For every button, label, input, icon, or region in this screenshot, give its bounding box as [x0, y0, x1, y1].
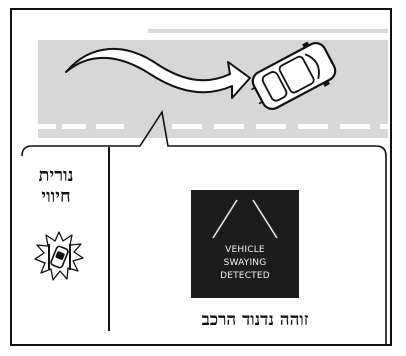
vehicle-sway-warning-icon: [34, 230, 84, 282]
detection-caption: זוהה נדנוד הרכב: [120, 310, 390, 330]
display-message: VEHICLE SWAYING DETECTED: [191, 244, 299, 283]
indicator-label-line2: חיווי: [4, 186, 108, 207]
callout-divider: [108, 147, 110, 331]
display-screen: VEHICLE SWAYING DETECTED: [191, 190, 299, 298]
display-line3: DETECTED: [191, 270, 299, 283]
indicator-light-label: נורית חיווי: [4, 165, 108, 207]
display-line2: SWAYING: [191, 257, 299, 270]
indicator-label-line1: נורית: [4, 165, 108, 186]
display-line1: VEHICLE: [191, 244, 299, 257]
